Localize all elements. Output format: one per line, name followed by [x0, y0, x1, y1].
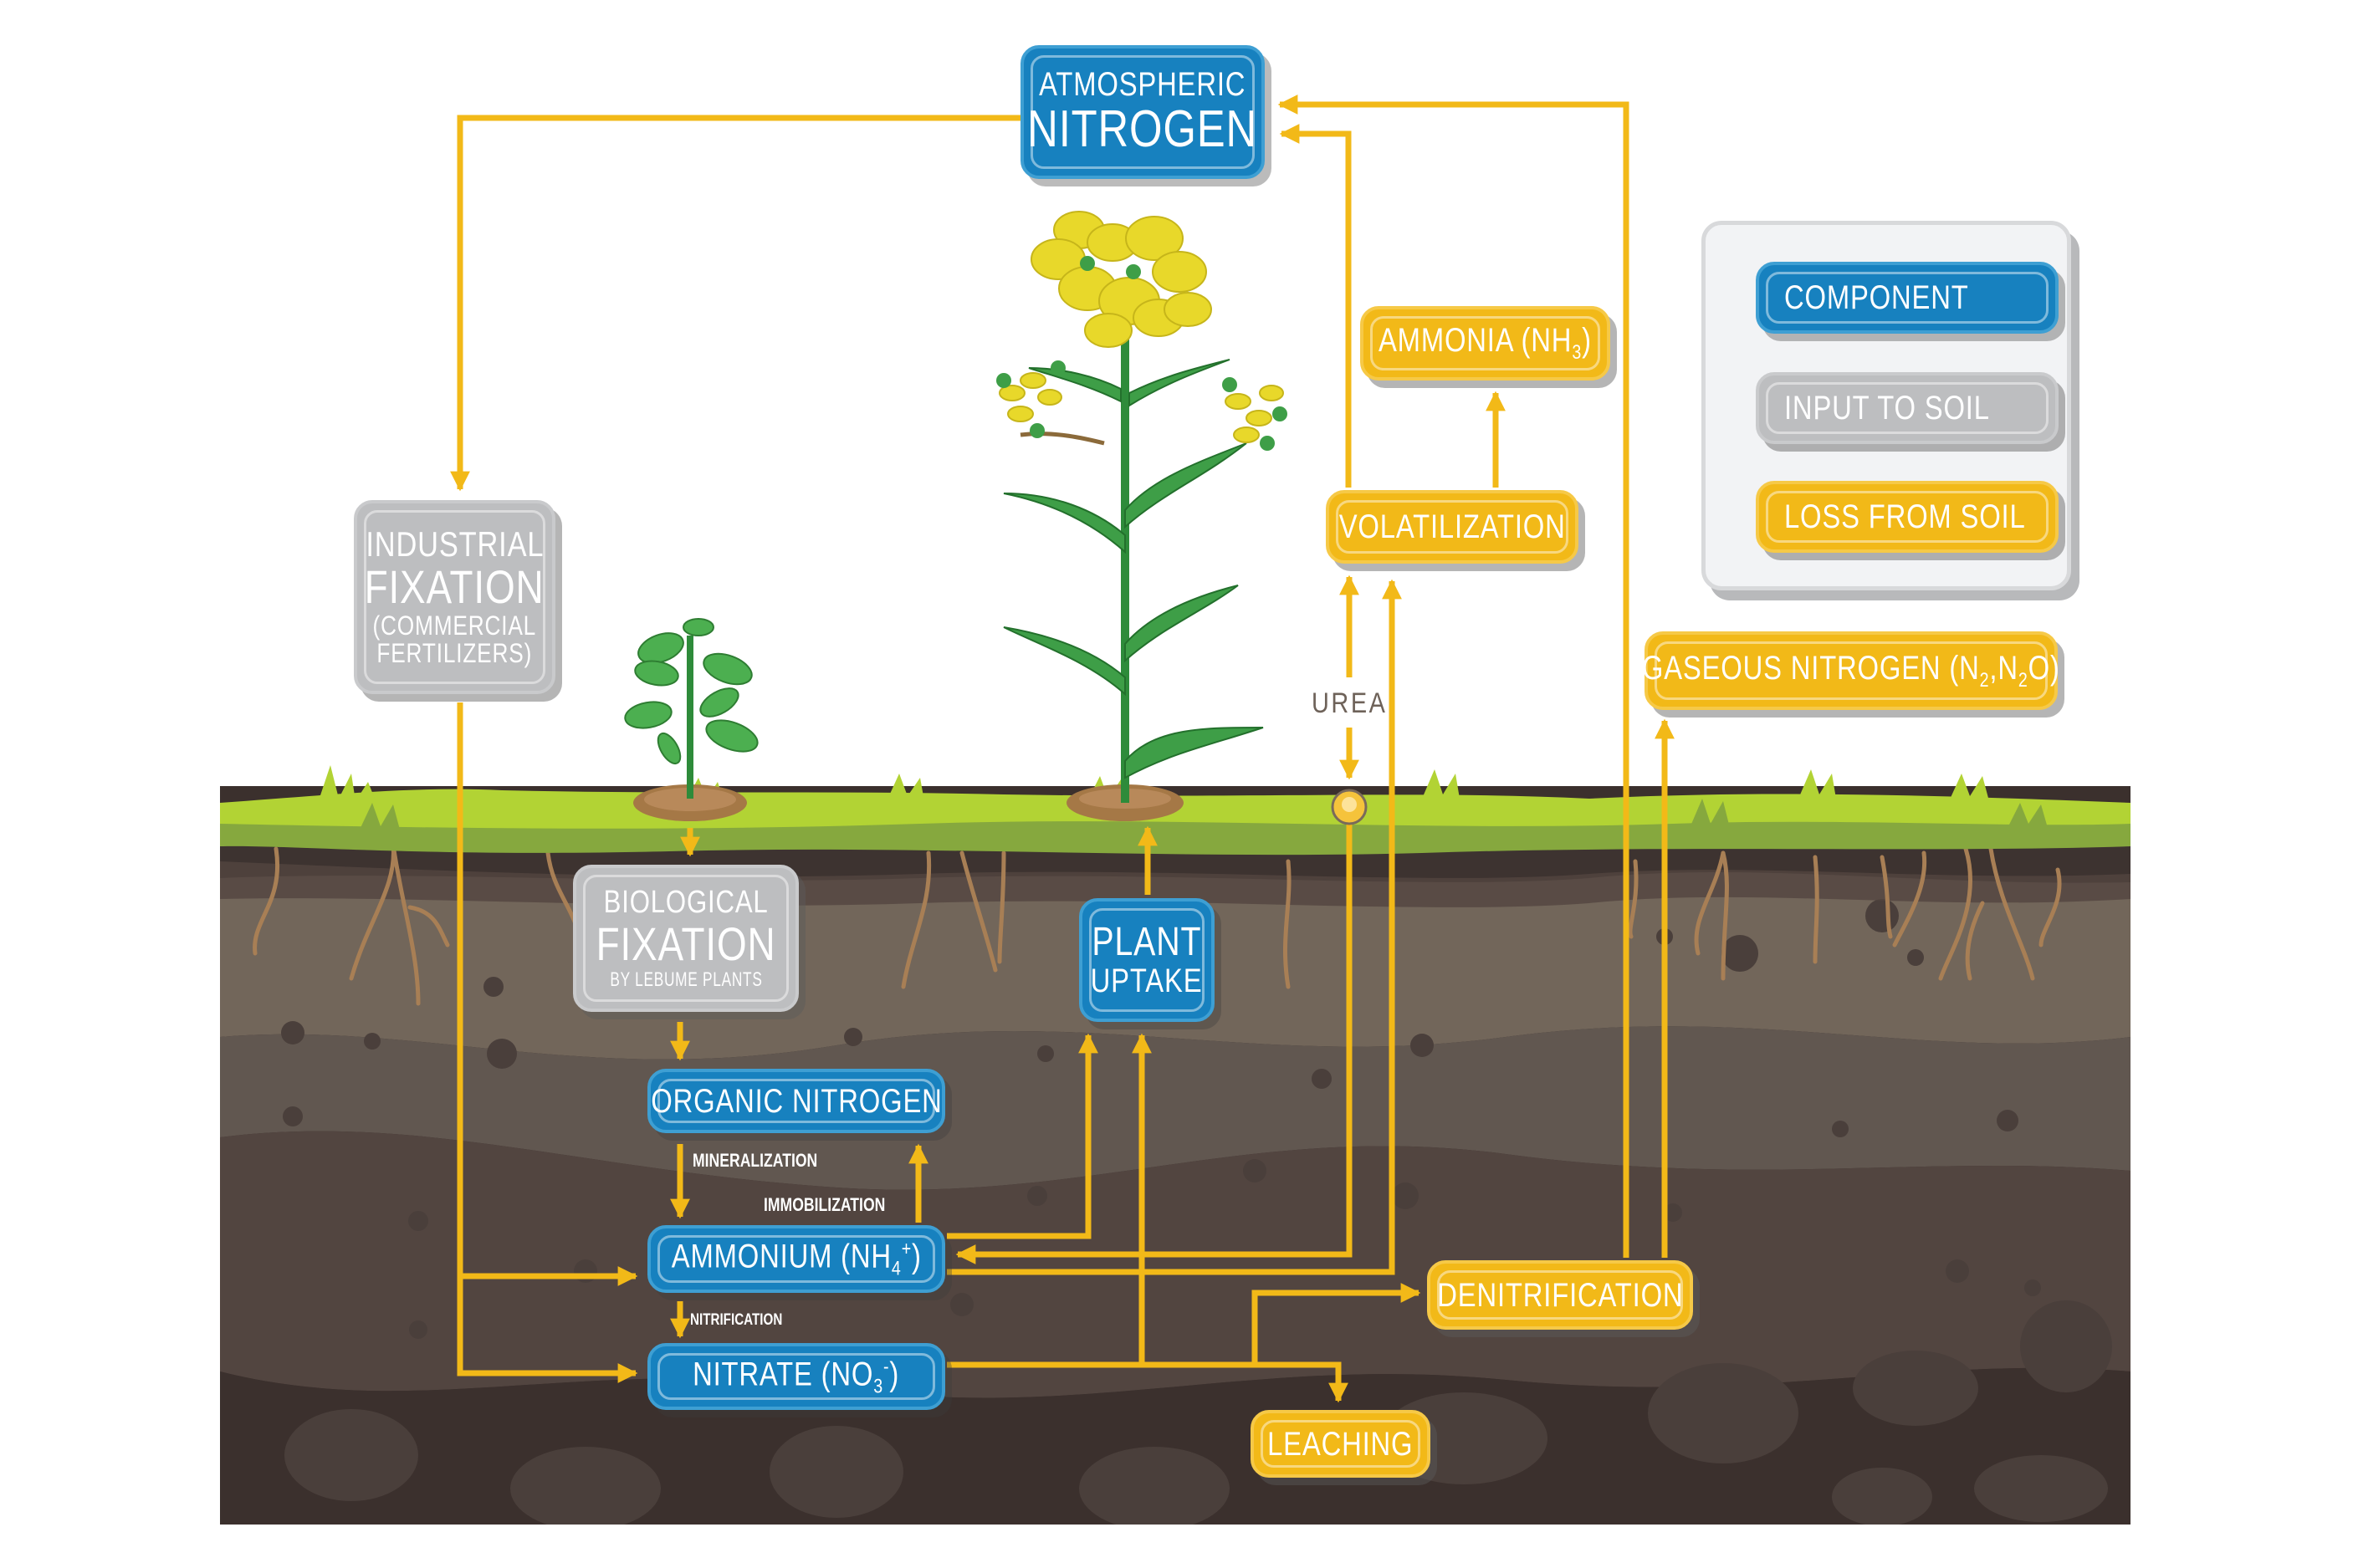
ammonium-label: AMMONIUM (NH4+): [671, 1238, 922, 1280]
legend-loss: LOSS FROM SOIL: [1756, 481, 2059, 553]
leaching-label: LEACHING: [1267, 1425, 1414, 1463]
industrial-line3: (COMMERCIAL: [372, 610, 537, 641]
nitrate-label: NITRATE (NO3-): [693, 1355, 900, 1398]
biological-fixation-node[interactable]: BIOLOGICAL FIXATION BY LEBUME PLANTS: [573, 865, 799, 1012]
atmospheric-nitrogen-node[interactable]: ATMOSPHERIC NITROGEN: [1020, 45, 1265, 179]
ammonium-node[interactable]: AMMONIUM (NH4+): [647, 1225, 945, 1293]
atmospheric-line2: NITROGEN: [1027, 100, 1258, 159]
gaseous-nitrogen-node[interactable]: GASEOUS NITROGEN (N2,N2O): [1642, 631, 2060, 710]
atmospheric-line1: ATMOSPHERIC: [1039, 66, 1246, 104]
arrow-ammonium-to-plant-uptake: [947, 1033, 1098, 1239]
biological-line3: BY LEBUME PLANTS: [609, 968, 763, 991]
arrow-ammonium-to-volatilization: [947, 579, 1402, 1275]
arrow-nitrate-to-denitrification: [1251, 1283, 1421, 1365]
industrial-line4: FERTILIZERS): [376, 638, 533, 669]
roots: [253, 842, 2062, 1006]
ammonia-node[interactable]: AMMONIA (NH3): [1360, 306, 1610, 381]
gaseous-nitrogen-label: GASEOUS NITROGEN (N2,N2O): [1642, 649, 2060, 692]
organic-nitrogen-node[interactable]: ORGANIC NITROGEN: [647, 1069, 945, 1133]
arrow-denitrification-to-atmospheric: [1277, 94, 1629, 1258]
arrow-nitrate-to-plant-uptake: [947, 1033, 1152, 1368]
urea-granule-icon: [1331, 789, 1368, 825]
legume-plant-illustration: [624, 618, 759, 821]
plant-uptake-node[interactable]: PLANT UPTAKE: [1079, 898, 1215, 1022]
leaching-node[interactable]: LEACHING: [1251, 1410, 1430, 1478]
legend-panel: COMPONENT INPUT TO SOIL LOSS FROM SOIL: [1701, 221, 2071, 590]
immobilization-label: IMMOBILIZATION: [764, 1194, 886, 1215]
arrow-industrial-to-nitrate: [457, 1276, 638, 1383]
arrow-urea-to-ammonium: [955, 824, 1353, 1264]
flowering-canola-plant-illustration: [996, 211, 1287, 821]
organic-nitrogen-label: ORGANIC NITROGEN: [650, 1082, 943, 1120]
arrow-atmospheric-to-industrial: [450, 115, 1020, 492]
arrow-nitrate-to-leaching: [1142, 1361, 1348, 1403]
legend-input: INPUT TO SOIL: [1756, 372, 2059, 444]
ammonia-label: AMMONIA (NH3): [1379, 322, 1592, 365]
volatilization-label: VOLATILIZATION: [1338, 508, 1566, 545]
legend-input-label: INPUT TO SOIL: [1784, 390, 1990, 426]
legend-component: COMPONENT: [1756, 262, 2059, 334]
legend-loss-label: LOSS FROM SOIL: [1784, 498, 2026, 535]
soil-pebbles: [281, 899, 2041, 1339]
arrow-volatilization-to-atmospheric: [1279, 124, 1352, 488]
denitrification-label: DENITRIFICATION: [1436, 1276, 1684, 1314]
plant-uptake-line1: PLANT: [1092, 919, 1202, 964]
legend-component-label: COMPONENT: [1784, 279, 1969, 316]
industrial-line2: FIXATION: [365, 560, 545, 614]
nitrification-label: NITRIFICATION: [690, 1311, 783, 1329]
denitrification-node[interactable]: DENITRIFICATION: [1427, 1260, 1693, 1330]
nitrate-node[interactable]: NITRATE (NO3-): [647, 1343, 945, 1410]
urea-label: UREA: [1312, 687, 1388, 719]
industrial-line1: INDUSTRIAL: [366, 524, 544, 564]
biological-line1: BIOLOGICAL: [603, 885, 769, 921]
mineralization-label: MINERALIZATION: [693, 1150, 818, 1171]
biological-line2: FIXATION: [596, 917, 776, 970]
volatilization-node[interactable]: VOLATILIZATION: [1326, 490, 1578, 564]
industrial-fixation-node[interactable]: INDUSTRIAL FIXATION (COMMERCIAL FERTILIZ…: [354, 500, 555, 694]
plant-uptake-line2: UPTAKE: [1091, 963, 1203, 1000]
